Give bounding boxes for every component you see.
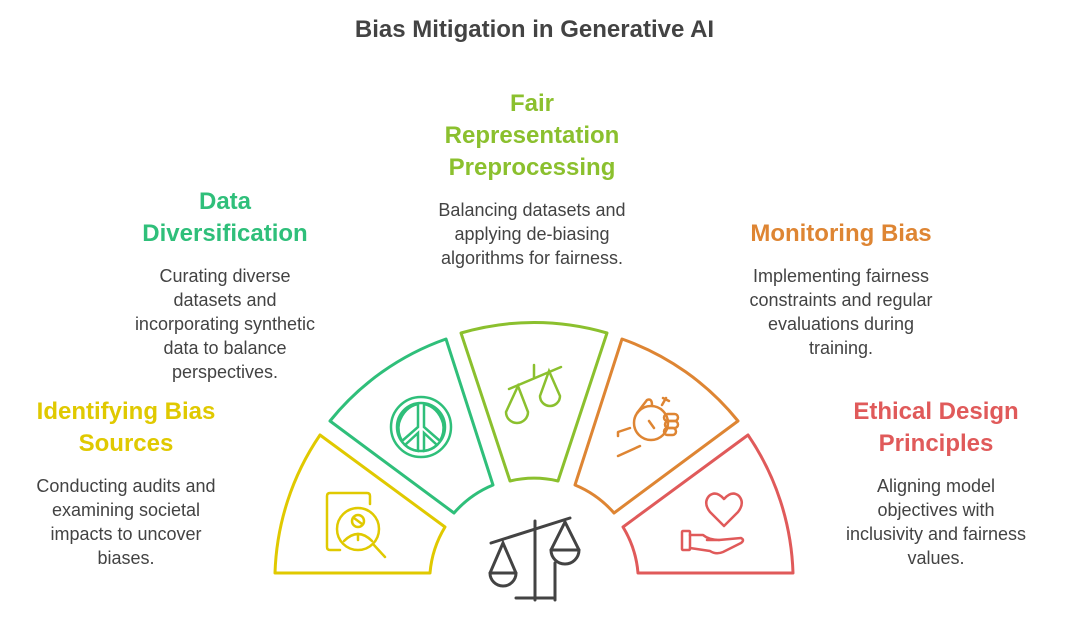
desc-line: data to balance: [163, 338, 287, 358]
heading-line: Data: [198, 188, 252, 215]
heading-line: Monitoring Bias: [750, 220, 932, 247]
heading-line: Sources: [78, 430, 174, 457]
scales-icon: [504, 363, 563, 425]
desc-data-diversification: Curating diverse datasets and incorporat…: [110, 264, 340, 384]
block-fair-representation: Fair Representation Preprocessing Balanc…: [404, 88, 660, 270]
segment-data-diversification: [328, 337, 495, 515]
desc-monitoring-bias: Implementing fairness constraints and re…: [725, 264, 957, 360]
heading-line: Fair: [509, 90, 554, 117]
desc-line: training.: [808, 338, 874, 358]
heading-line: Principles: [878, 430, 994, 457]
desc-identifying-bias: Conducting audits and examining societal…: [10, 474, 242, 570]
desc-ethical-design: Aligning model objectives with inclusivi…: [820, 474, 1052, 570]
desc-line: impacts to uncover: [50, 524, 202, 544]
desc-line: objectives with: [877, 500, 995, 520]
desc-line: constraints and regular: [749, 290, 933, 310]
desc-line: Curating diverse: [159, 266, 291, 286]
heading-data-diversification: Data Diversification: [110, 186, 340, 250]
desc-line: evaluations during: [767, 314, 915, 334]
desc-line: Conducting audits and: [36, 476, 216, 496]
heading-fair-representation: Fair Representation Preprocessing: [404, 88, 660, 184]
segment-identifying-bias: [273, 433, 447, 575]
heading-line: Preprocessing: [448, 154, 616, 181]
diagram-title: Bias Mitigation in Generative AI: [354, 16, 715, 43]
block-ethical-design: Ethical Design Principles Aligning model…: [820, 396, 1052, 570]
stopwatch-hand-icon: [616, 396, 680, 458]
desc-line: perspectives.: [171, 362, 279, 382]
segment-ethical-design: [621, 433, 795, 575]
segment-monitoring-bias: [573, 337, 740, 515]
desc-line: examining societal: [51, 500, 201, 520]
heading-line: Identifying Bias: [36, 398, 216, 425]
block-identifying-bias: Identifying Bias Sources Conducting audi…: [10, 396, 242, 570]
block-data-diversification: Data Diversification Curating diverse da…: [110, 186, 340, 384]
heart-hand-icon: [680, 492, 745, 555]
desc-line: applying de-biasing: [454, 224, 610, 244]
desc-line: inclusivity and fairness: [845, 524, 1027, 544]
heading-line: Diversification: [142, 220, 308, 247]
heading-monitoring-bias: Monitoring Bias: [725, 218, 957, 250]
heading-ethical-design: Ethical Design Principles: [820, 396, 1052, 460]
heading-line: Representation: [444, 122, 620, 149]
block-monitoring-bias: Monitoring Bias Implementing fairness co…: [725, 218, 957, 360]
desc-line: values.: [907, 548, 965, 568]
search-person-icon: [325, 491, 387, 559]
heading-identifying-bias: Identifying Bias Sources: [10, 396, 242, 460]
desc-line: datasets and: [173, 290, 277, 310]
desc-line: Balancing datasets and: [438, 200, 626, 220]
desc-fair-representation: Balancing datasets and applying de-biasi…: [404, 198, 660, 270]
segment-fair-representation: [459, 320, 609, 483]
heading-line: Ethical Design: [853, 398, 1019, 425]
desc-line: biases.: [97, 548, 155, 568]
desc-line: algorithms for fairness.: [440, 248, 624, 268]
desc-line: Implementing fairness: [752, 266, 930, 286]
desc-line: incorporating synthetic: [134, 314, 316, 334]
peace-icon: [389, 395, 453, 459]
desc-line: Aligning model: [876, 476, 996, 496]
balance-scale-icon: [488, 516, 581, 602]
